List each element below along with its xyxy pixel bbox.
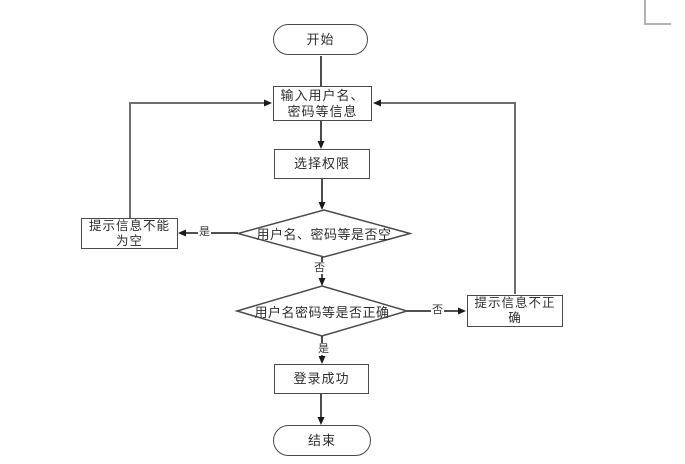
- diamond-check-empty-shape: [235, 209, 413, 258]
- decision-check-correct: 用户名密码等是否正确: [237, 286, 407, 336]
- edge-label-empty-no: 否: [313, 262, 326, 274]
- arrowhead-into-input-right: [373, 99, 381, 107]
- decision-check-empty: 用户名、密码等是否空: [238, 210, 410, 257]
- arrowhead-into-success: [318, 356, 326, 364]
- node-select-permission: 选择权限: [274, 149, 370, 179]
- node-select-permission-label: 选择权限: [293, 156, 350, 171]
- edge-label-correct-no: 否: [431, 304, 444, 316]
- node-input-info-line2: 密码等信息: [287, 103, 358, 119]
- node-prompt-empty-line2: 为空: [115, 233, 143, 248]
- arrowhead-into-prompt-incorrect: [458, 307, 466, 315]
- node-login-success-label: 登录成功: [293, 371, 350, 386]
- node-input-info: 输入用户名、 密码等信息: [273, 86, 372, 121]
- decision-check-correct-label: 用户名密码等是否正确: [254, 304, 390, 320]
- edge-prompt-incorrect-back-to-input: [380, 102, 516, 294]
- node-input-info-line1: 输入用户名、: [280, 87, 365, 103]
- page-corner-mark: [644, 0, 671, 25]
- arrowhead-into-check-empty: [318, 202, 326, 210]
- node-start-label: 开始: [306, 31, 335, 47]
- node-start-terminator: 开始: [273, 24, 368, 55]
- node-prompt-incorrect: 提示信息不正 确: [467, 295, 563, 327]
- arrowhead-into-select: [317, 141, 325, 149]
- arrowhead-into-input-left: [264, 99, 272, 107]
- node-end-label: 结束: [307, 432, 336, 448]
- decision-check-empty-label: 用户名、密码等是否空: [256, 227, 392, 242]
- node-login-success: 登录成功: [274, 364, 369, 394]
- edge-label-correct-yes: 是: [317, 343, 330, 355]
- node-prompt-empty-line1: 提示信息不能: [88, 218, 170, 233]
- node-prompt-incorrect-line1: 提示信息不正: [474, 296, 556, 310]
- arrowhead-into-prompt-empty: [178, 229, 186, 237]
- node-end-terminator: 结束: [273, 425, 371, 456]
- arrowhead-into-check-correct: [318, 278, 326, 286]
- arrowhead-into-end: [317, 417, 325, 425]
- node-prompt-incorrect-line2: 确: [508, 311, 522, 325]
- node-prompt-empty: 提示信息不能 为空: [81, 218, 178, 249]
- edge-prompt-empty-back-to-input: [129, 102, 265, 218]
- edge-label-empty-yes: 是: [198, 226, 211, 238]
